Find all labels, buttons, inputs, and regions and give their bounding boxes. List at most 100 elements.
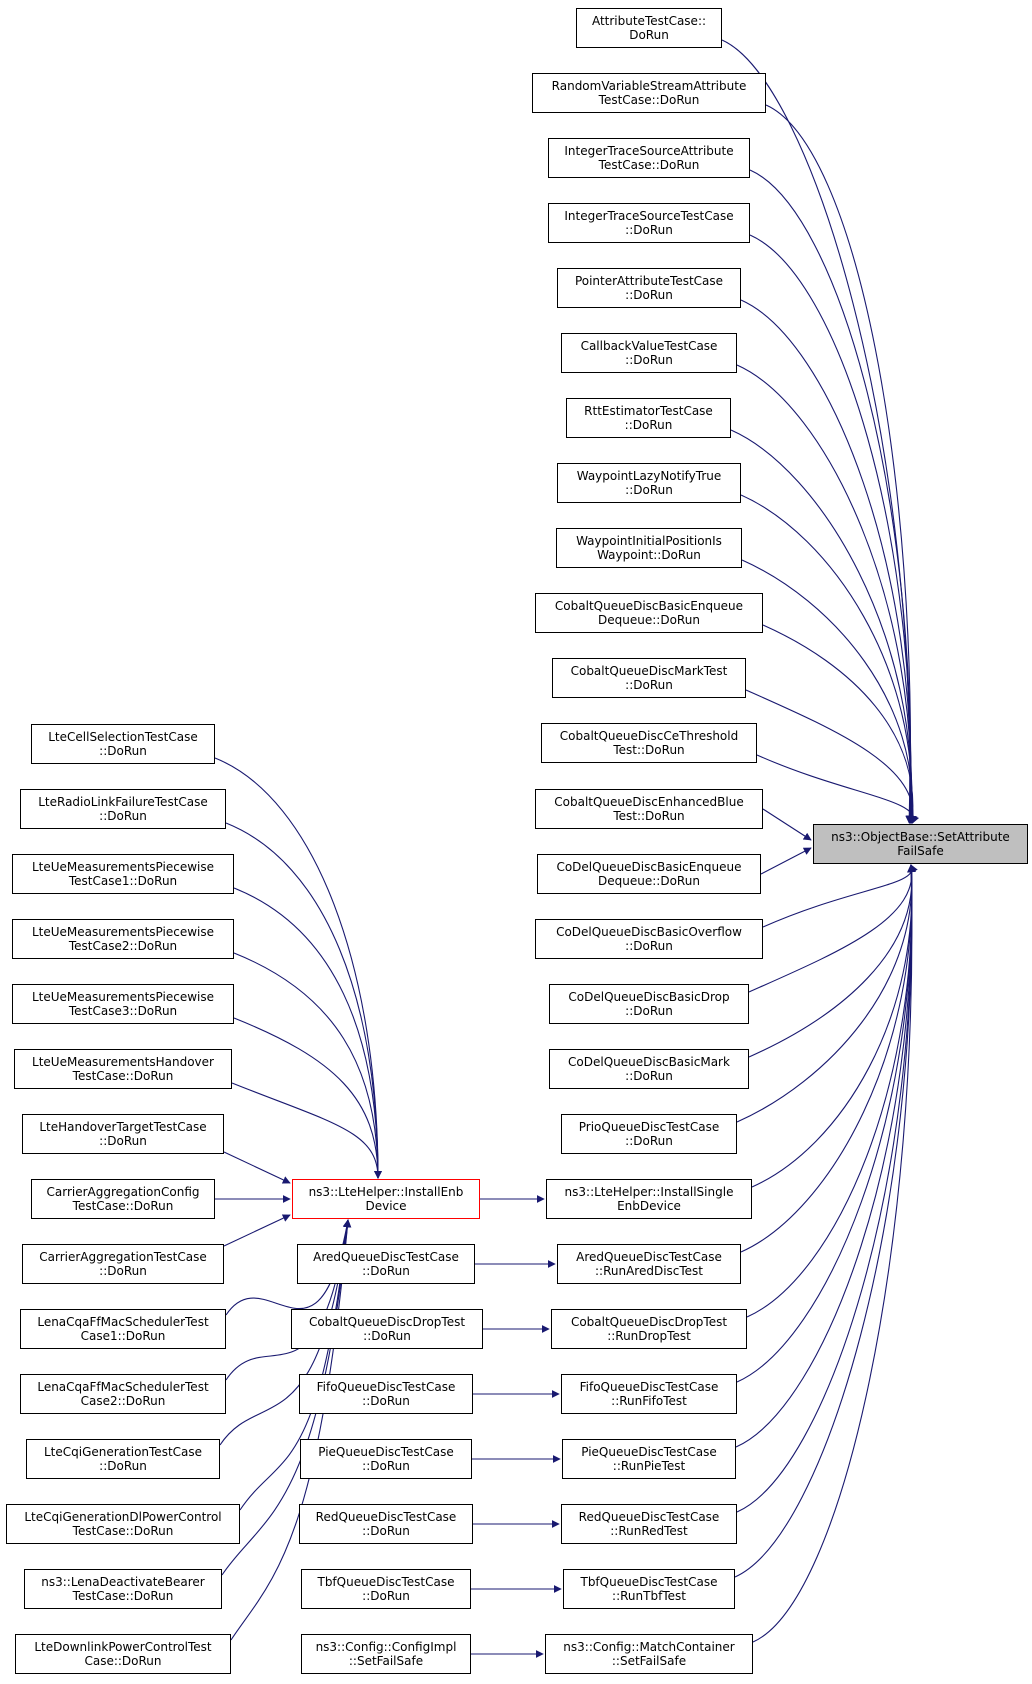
cobalt-mark-node[interactable]: CobaltQueueDiscMarkTest::DoRun [552,658,746,698]
node-label-line: WaypointInitialPositionIs [576,534,722,548]
configimpl-setfailsafe-node[interactable]: ns3::Config::ConfigImpl::SetFailSafe [301,1634,471,1674]
node-label-line: CoDelQueueDiscBasicMark [568,1055,730,1069]
tbf-dorun-node[interactable]: TbfQueueDiscTestCase::DoRun [301,1569,471,1609]
node-label-line: ::DoRun [624,418,673,432]
cobalt-droptest-dorun-node[interactable]: CobaltQueueDiscDropTest::DoRun [291,1309,483,1349]
node-label-line: RttEstimatorTestCase [584,404,713,418]
edge-lena_cqa2 [225,1219,351,1381]
node-label-line: LteUeMeasurementsHandover [32,1055,214,1069]
node-label-line: ::DoRun [99,744,147,758]
ared-run-node[interactable]: AredQueueDiscTestCase::RunAredDiscTest [557,1244,741,1284]
fifo-dorun-node[interactable]: FifoQueueDiscTestCase::DoRun [299,1374,473,1414]
edge-fifo_run [736,864,916,1383]
node-label-line: CoDelQueueDiscBasicDrop [568,990,730,1004]
edge-int_trace_attr [749,169,914,824]
edge-cobalt_droptest_run [746,864,916,1318]
node-label-line: RandomVariableStreamAttribute [551,79,747,93]
node-label-line: CoDelQueueDiscBasicEnqueue [556,860,742,874]
edge-waypoint_lazy [740,494,916,824]
node-label-line: ns3::Config::ConfigImpl [315,1640,457,1654]
edge-int_trace [749,234,915,824]
node-label-line: ::DoRun [99,809,147,823]
edge-codel_mark [748,864,916,1058]
edge-tbf_run [734,864,916,1578]
pie-dorun-node[interactable]: PieQueueDiscTestCase::DoRun [300,1439,472,1479]
node-label-line: ::DoRun [625,288,673,302]
tbf-run-node[interactable]: TbfQueueDiscTestCase::RunTbfTest [563,1569,735,1609]
node-label-line: ::DoRun [99,1459,147,1473]
lte-cqi-gen-node[interactable]: LteCqiGenerationTestCase::DoRun [26,1439,220,1479]
lte-radio-link-node[interactable]: LteRadioLinkFailureTestCase::DoRun [20,789,226,829]
pie-run-node[interactable]: PieQueueDiscTestCase::RunPieTest [562,1439,736,1479]
node-label-line: ::DoRun [363,1329,411,1343]
lte-handover-target-node[interactable]: LteHandoverTargetTestCase::DoRun [22,1114,224,1154]
int-trace-node[interactable]: IntegerTraceSourceTestCase::DoRun [548,203,750,243]
node-label-line: LteUeMeasurementsPiecewise [31,860,215,874]
node-label-line: FifoQueueDiscTestCase [316,1380,456,1394]
node-label-line: WaypointLazyNotifyTrue [576,469,722,483]
callback-node[interactable]: CallbackValueTestCase::DoRun [561,333,737,373]
match-container-setfailsafe-node[interactable]: ns3::Config::MatchContainer::SetFailSafe [545,1634,753,1674]
edge-cobalt_enq [762,624,917,824]
node-label-line: ::DoRun [625,1069,673,1083]
node-label-line: Waypoint::DoRun [597,548,701,562]
node-label-line: LteRadioLinkFailureTestCase [38,795,208,809]
node-label-line: CarrierAggregationTestCase [39,1250,207,1264]
edge-pie_run [735,864,916,1448]
red-run-node[interactable]: RedQueueDiscTestCase::RunRedTest [561,1504,737,1544]
edge-codel_overflow [762,864,918,928]
edge-cobalt_blue [762,808,812,841]
lte-cell-sel-node[interactable]: LteCellSelectionTestCase::DoRun [31,724,215,764]
red-dorun-node[interactable]: RedQueueDiscTestCase::DoRun [299,1504,473,1544]
prio-node[interactable]: PrioQueueDiscTestCase::DoRun [561,1114,737,1154]
codel-drop-node[interactable]: CoDelQueueDiscBasicDrop::DoRun [549,984,749,1024]
cobalt-droptest-run-node[interactable]: CobaltQueueDiscDropTest::RunDropTest [551,1309,747,1349]
codel-overflow-node[interactable]: CoDelQueueDiscBasicOverflow::DoRun [535,919,763,959]
node-label-line: ns3::LteHelper::InstallSingle [564,1185,734,1199]
attribute-node[interactable]: AttributeTestCase::DoRun [576,8,722,48]
pointer-attr-node[interactable]: PointerAttributeTestCase::DoRun [557,268,741,308]
node-label-line: CobaltQueueDiscCeThreshold [559,729,739,743]
fifo-run-node[interactable]: FifoQueueDiscTestCase::RunFifoTest [561,1374,737,1414]
carrier-agg-node[interactable]: CarrierAggregationTestCase::DoRun [22,1244,224,1284]
node-label-line: ns3::LteHelper::InstallEnb [308,1185,464,1199]
rtt-node[interactable]: RttEstimatorTestCase::DoRun [566,398,731,438]
edge-callback [736,364,915,824]
node-label-line: TestCase::DoRun [72,1589,174,1603]
node-label-line: CoDelQueueDiscBasicOverflow [556,925,742,939]
edge-lte_handover_target [223,1151,291,1184]
node-label-line: ::DoRun [625,1004,673,1018]
node-label-line: LteHandoverTargetTestCase [39,1120,207,1134]
edge-match_container [752,864,916,1643]
codel-mark-node[interactable]: CoDelQueueDiscBasicMark::DoRun [549,1049,749,1089]
node-label-line: Case2::DoRun [80,1394,166,1408]
node-label-line: ::DoRun [362,1459,410,1473]
waypoint-lazy-node[interactable]: WaypointLazyNotifyTrue::DoRun [557,463,741,503]
node-label-line: ::DoRun [625,223,673,237]
ared-dorun-node[interactable]: AredQueueDiscTestCase::DoRun [297,1244,475,1284]
node-label-line: CobaltQueueDiscEnhancedBlue [554,795,744,809]
node-label-line: TestCase::DoRun [72,1199,174,1213]
node-label-line: CobaltQueueDiscBasicEnqueue [554,599,744,613]
edge-lte_cqi_gen [219,1219,352,1446]
